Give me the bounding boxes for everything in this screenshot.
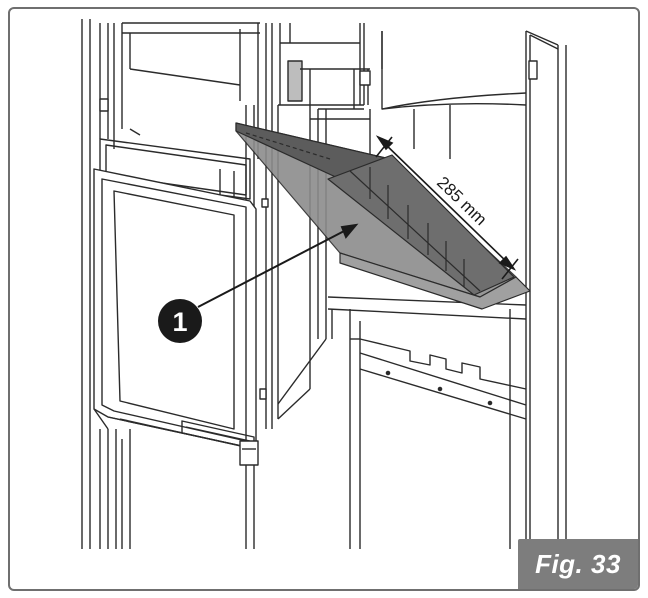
dimension-arrow [375,135,519,280]
callout-leader [197,223,359,308]
top-structure [122,22,371,159]
baffle-plate [235,122,531,310]
left-frame-rails [81,19,123,549]
figure-label: Fig. 33 [518,539,638,589]
lower-rails [129,429,255,549]
stove-technical-drawing: 285 mm 1 [81,19,567,549]
callout-badge: 1 [158,299,202,343]
lower-bracket [327,296,527,549]
callout-number: 1 [172,307,187,337]
open-door [93,98,269,466]
figure-frame: 285 mm 1 Fig. 33 [8,7,640,591]
right-housing [369,30,567,549]
